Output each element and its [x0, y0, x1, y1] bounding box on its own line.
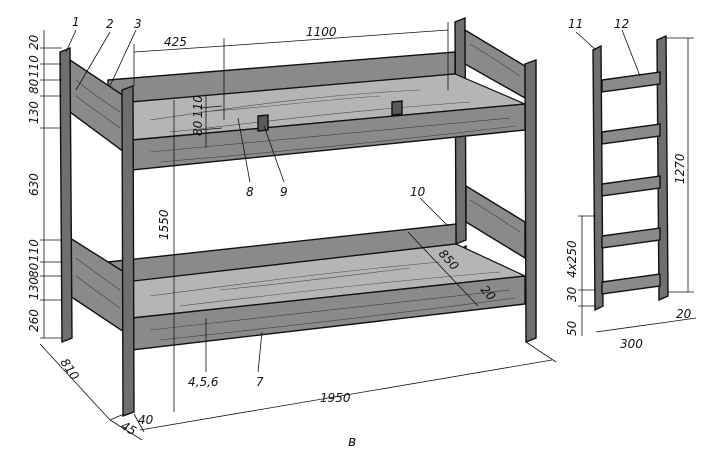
ladder-rung: [601, 273, 661, 295]
dim-height-1550: 1550: [157, 209, 171, 240]
dim-left-130b: 130: [27, 277, 41, 300]
upper-slat: [391, 100, 403, 116]
dim-left-80b: 80: [27, 262, 41, 278]
dim-top-425: 425: [164, 35, 187, 49]
part-number-9: 9: [280, 185, 288, 199]
lower-board-grain: [149, 261, 501, 307]
dim-ladder-20: 20: [676, 307, 692, 321]
upper-head-grain: [75, 79, 121, 129]
part-number-11: 11: [568, 17, 583, 31]
figure-caption: в: [348, 434, 356, 450]
dim-left-80a: 80: [27, 78, 41, 94]
dim-ladder-1270: 1270: [673, 153, 687, 184]
part-number-456: 4,5,6: [188, 375, 219, 389]
front-head-post: [121, 85, 135, 417]
part-number-12: 12: [614, 17, 629, 31]
part-number-2: 2: [106, 17, 114, 31]
part-number-7: 7: [256, 375, 264, 389]
dim-length-1950: 1950: [320, 391, 351, 405]
dim-left-110a: 110: [27, 55, 41, 78]
dimension-lines: [39, 22, 697, 441]
upper-board-grain: [149, 89, 471, 133]
dim-left-110b: 110: [27, 239, 41, 262]
ladder-rung: [601, 227, 661, 249]
dim-inner-80: 80: [191, 120, 205, 136]
dim-ladder-300: 300: [620, 337, 643, 351]
ladder-rung: [601, 71, 661, 93]
dim-ladder-50: 50: [565, 320, 579, 336]
front-foot-post: [524, 59, 537, 344]
lower-head-grain: [75, 257, 121, 309]
dim-bottom-45: 45: [119, 418, 139, 438]
dim-left-630: 630: [27, 173, 41, 196]
upper-foot-grain: [469, 43, 521, 77]
ladder-rung: [601, 175, 661, 197]
part-number-10: 10: [410, 185, 426, 199]
dim-inner-110: 110: [191, 95, 205, 118]
ladder-left-rail: [592, 44, 604, 312]
lower-head-rail: [69, 236, 125, 334]
dim-top-1100: 1100: [306, 25, 337, 39]
dim-bottom-40: 40: [138, 413, 154, 427]
part-number-8: 8: [246, 185, 254, 199]
lower-front-grain: [149, 289, 516, 341]
bunk-bed: [59, 16, 537, 417]
dim-left-130a: 130: [27, 101, 41, 124]
dim-ladder-4x250: 4x250: [565, 240, 579, 278]
dim-left-260: 260: [27, 309, 41, 332]
front-left-post: [59, 46, 73, 344]
dim-left-20: 20: [27, 34, 41, 50]
upper-slat: [257, 114, 269, 132]
lower-foot-grain: [469, 199, 521, 233]
lower-foot-rail: [465, 184, 526, 260]
part-numbers: 1 2 3 8 9 10 4,5,6 7 11 12: [72, 15, 629, 389]
dim-depth-810: 810: [58, 356, 83, 383]
dim-ladder-30: 30: [565, 286, 579, 302]
part-leaders: [65, 29, 641, 373]
dimension-labels: 20 110 80 130 630 110 80 130 260 425 110…: [27, 25, 692, 438]
ladder-rung: [601, 123, 661, 145]
part-number-1: 1: [72, 15, 80, 29]
ladder: [592, 34, 669, 312]
part-number-3: 3: [134, 17, 142, 31]
